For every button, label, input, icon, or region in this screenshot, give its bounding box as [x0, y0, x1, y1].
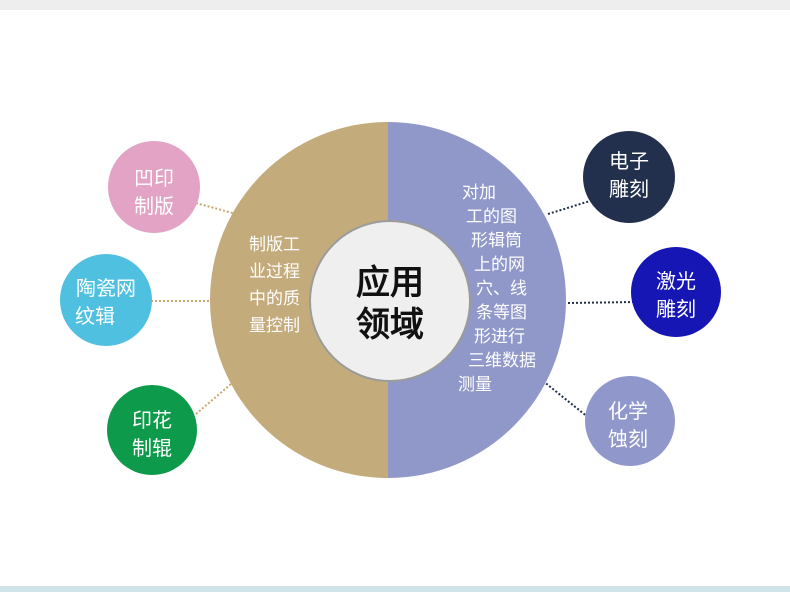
bubble-right-top [583, 131, 675, 223]
right-half-text-line6: 条等图 [476, 303, 527, 323]
bubble-left-mid-label: 陶瓷网 纹辑 [61, 274, 151, 330]
center-label: 应用 领域 [345, 262, 435, 346]
right-half-text-line7: 形进行 [474, 327, 525, 347]
right-half-text-line4: 上的网 [474, 255, 525, 275]
right-half-text-line1: 对加 [462, 183, 496, 203]
right-half-text-line5: 穴、线 [476, 279, 527, 299]
bubble-right-bottom-line1: 化学 [608, 399, 648, 423]
left-half-text-line3: 中的质 [249, 289, 300, 309]
bubble-right-bottom [585, 376, 675, 466]
center-label-line2: 领域 [356, 305, 424, 345]
bubble-left-bottom [107, 385, 197, 475]
connector-left-bottom [195, 383, 232, 415]
connector-right-top [547, 200, 591, 215]
bubble-right-mid-line2: 雕刻 [656, 297, 696, 321]
connector-right-bottom [542, 380, 590, 419]
center-label-line1: 应用 [356, 263, 424, 303]
left-half-circle [210, 122, 388, 478]
bubble-left-top-line2: 制版 [134, 194, 174, 218]
left-half-text-line4: 量控制 [249, 316, 300, 336]
bubble-left-mid-line2: 纹辑 [75, 304, 115, 328]
right-half-circle [388, 122, 566, 478]
connector-right-mid [567, 301, 637, 304]
right-half-text-line2: 工的图 [466, 207, 517, 227]
bubble-right-mid-label: 激光 雕刻 [636, 267, 716, 323]
center-circle [309, 220, 471, 382]
bubble-left-mid [60, 254, 152, 346]
right-half-text-line8: 三维数据 [468, 351, 536, 371]
bubble-left-top [108, 141, 200, 233]
top-bar [0, 0, 790, 10]
right-half-text-line9: 测量 [458, 375, 492, 395]
left-half-text-line1: 制版工 [249, 235, 300, 255]
right-half-text-line3: 形辑筒 [471, 231, 522, 251]
bubble-right-top-line1: 电子 [609, 149, 649, 173]
connector-left-top [195, 202, 237, 215]
bubble-right-bottom-label: 化学 蚀刻 [588, 397, 668, 453]
bubble-left-top-label: 凹印 制版 [114, 164, 194, 220]
bubble-left-bottom-line2: 制辊 [132, 436, 172, 460]
bubble-right-bottom-line2: 蚀刻 [608, 427, 648, 451]
left-half-text-line2: 业过程 [249, 262, 300, 282]
bubble-right-mid-line1: 激光 [656, 269, 696, 293]
bubble-left-mid-line1: 陶瓷网 [76, 276, 136, 300]
bubble-right-top-label: 电子 雕刻 [589, 147, 669, 203]
bubble-left-bottom-line1: 印花 [132, 408, 172, 432]
bottom-bar [0, 586, 790, 592]
bubble-right-mid [631, 247, 721, 337]
bubble-right-top-line2: 雕刻 [609, 177, 649, 201]
bubble-left-bottom-label: 印花 制辊 [112, 406, 192, 462]
bubble-left-top-line1: 凹印 [134, 166, 174, 190]
